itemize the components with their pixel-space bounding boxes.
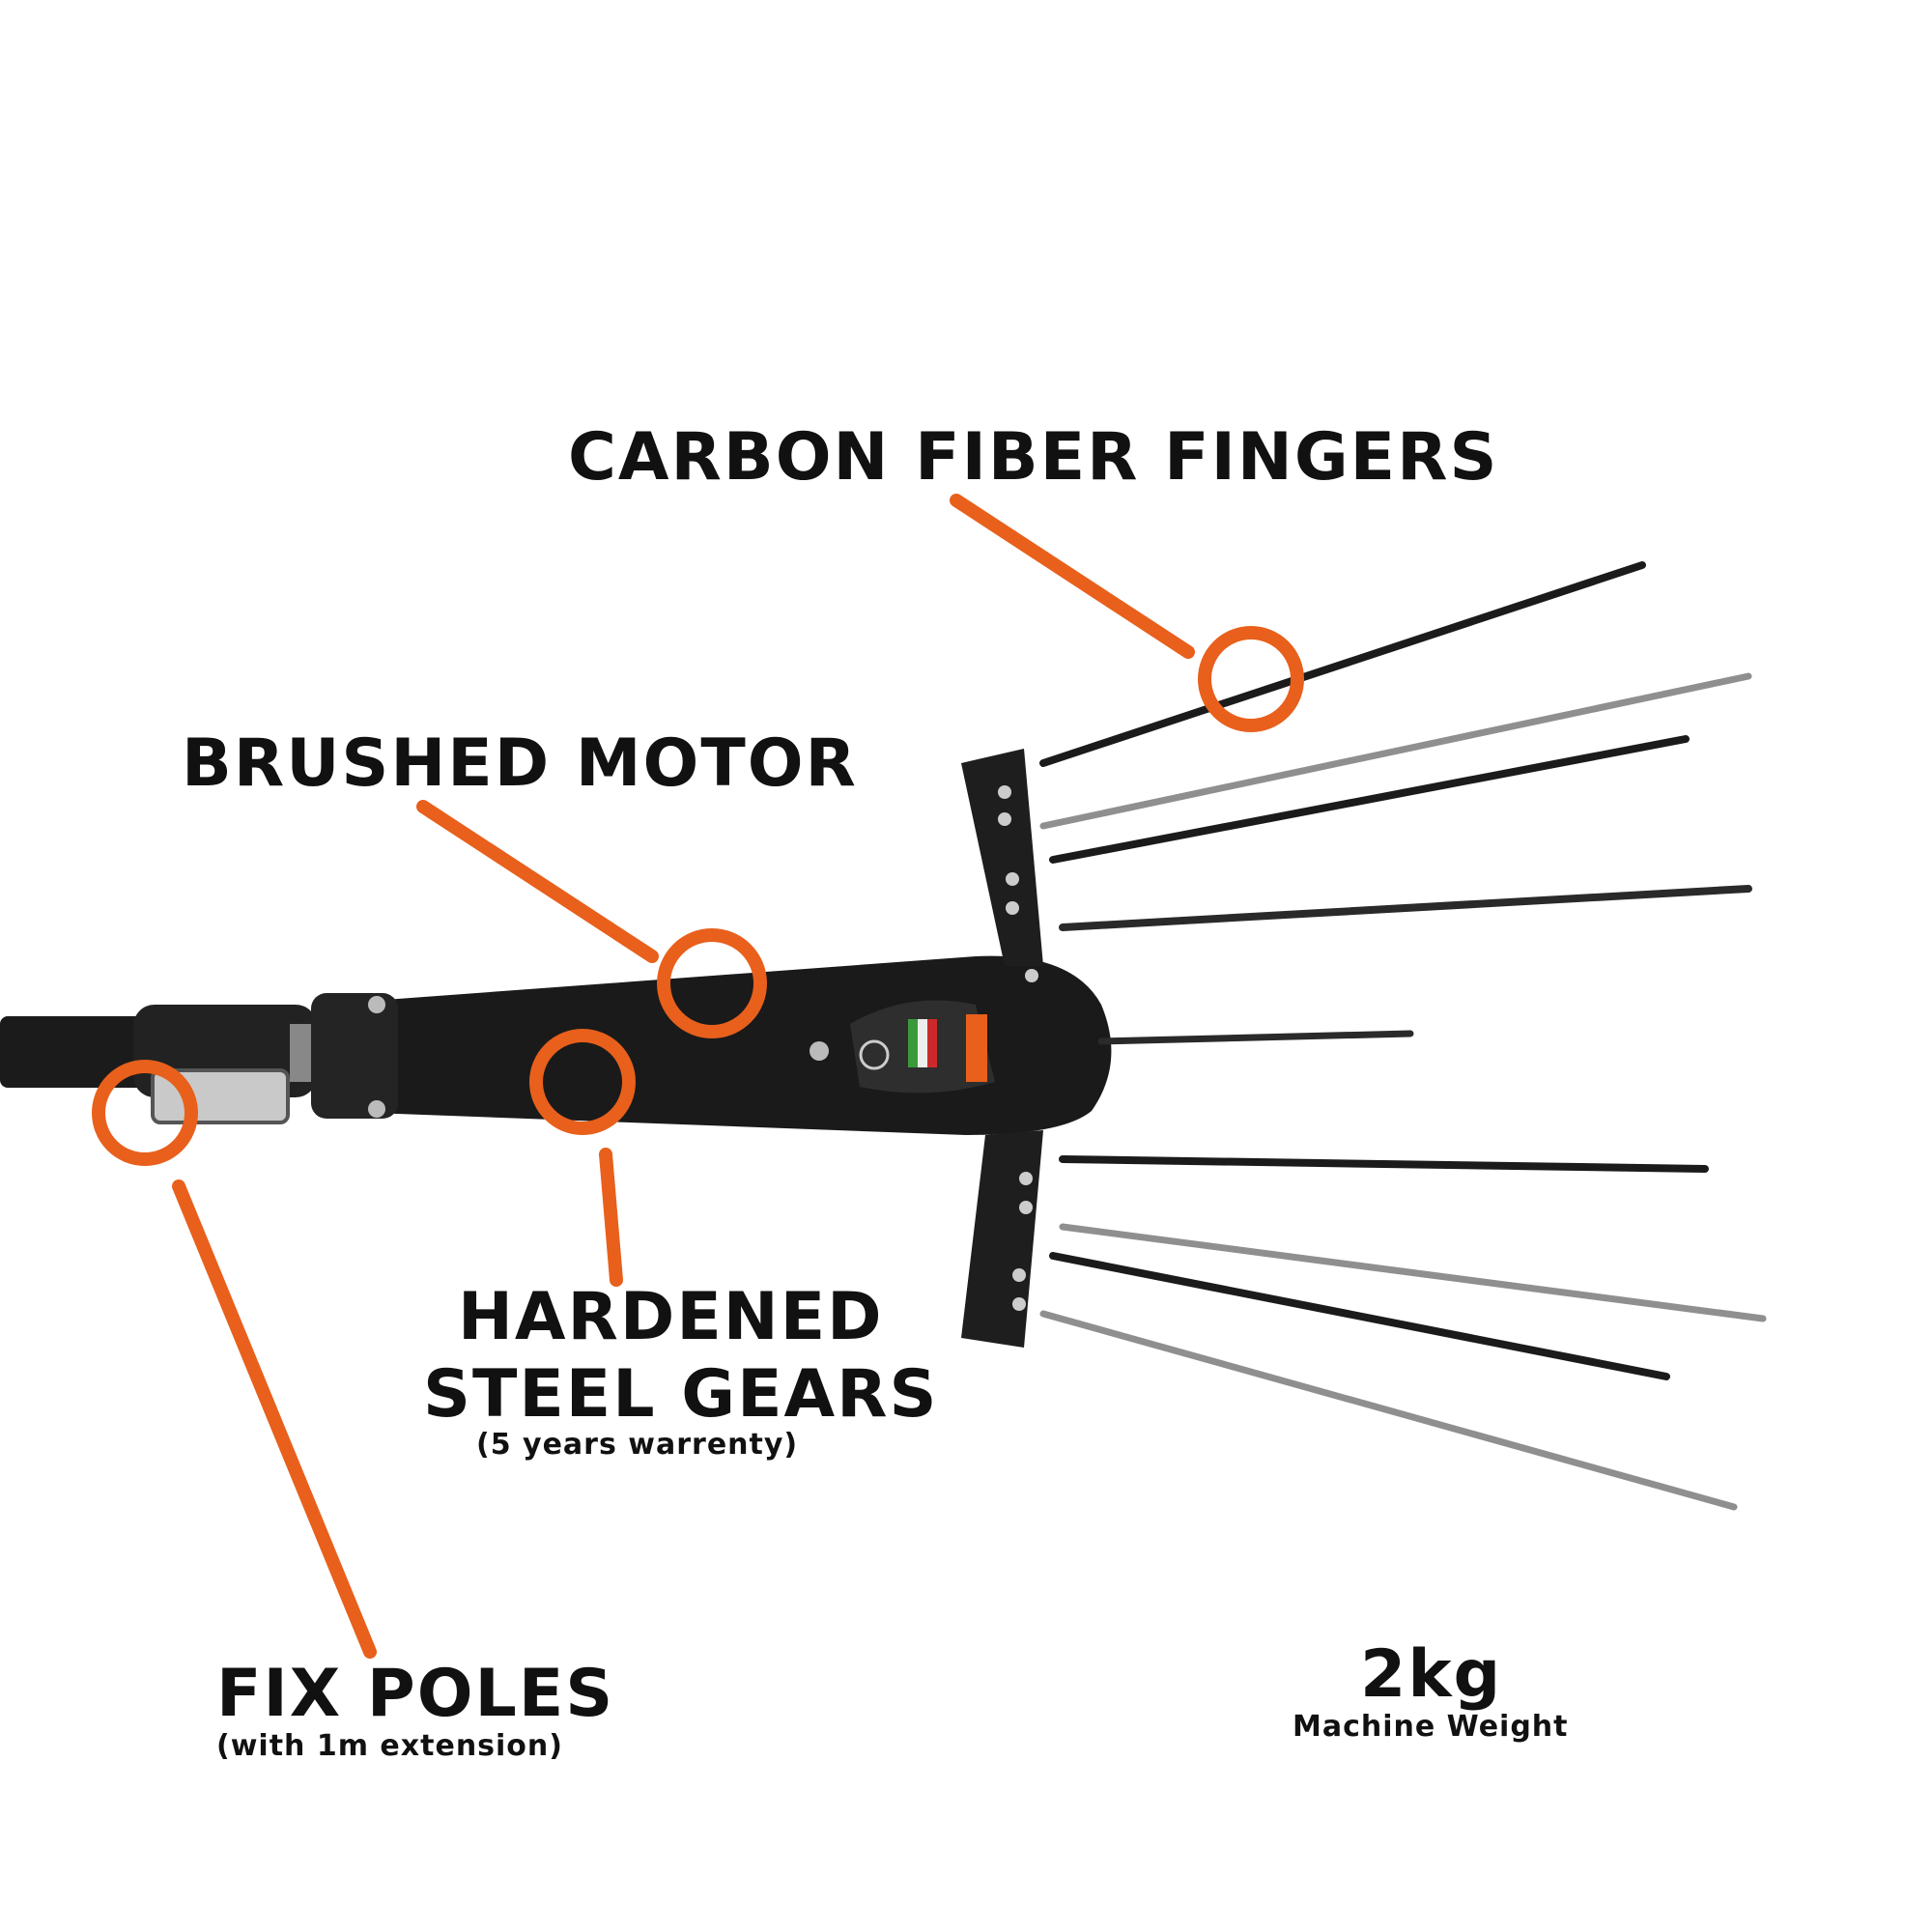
motor-collar — [311, 993, 398, 1119]
steel-gears-note: (5 years warrenty) — [476, 1428, 799, 1462]
steel-gears-label-line1: HARDENED — [458, 1279, 884, 1355]
upper-bracket — [961, 749, 1043, 966]
motor-callout-ring — [657, 928, 767, 1038]
lower-bracket — [961, 1130, 1043, 1348]
poles-callout-line — [172, 1179, 377, 1659]
motor-housing — [319, 955, 1112, 1135]
carbon-fingers — [1039, 561, 1767, 1511]
fix-poles-label: FIX POLES — [216, 1656, 615, 1732]
pole — [0, 1016, 155, 1088]
carbon-fingers-label: CARBON FIBER FINGERS — [568, 419, 1499, 496]
gears-callout-ring — [529, 1029, 636, 1135]
brushed-motor-label: BRUSHED MOTOR — [182, 725, 858, 802]
weight-value: 2kg — [1360, 1636, 1503, 1713]
fingers-callout-ring — [1198, 626, 1304, 732]
weight-caption: Machine Weight — [1293, 1710, 1569, 1744]
fingers-callout-line — [950, 494, 1195, 659]
poles-callout-ring — [92, 1060, 198, 1166]
gears-callout-line — [599, 1148, 623, 1287]
motor-callout-line — [416, 800, 659, 963]
steel-gears-label-line2: STEEL GEARS — [423, 1356, 939, 1433]
fix-poles-note: (with 1m extension) — [216, 1729, 563, 1763]
